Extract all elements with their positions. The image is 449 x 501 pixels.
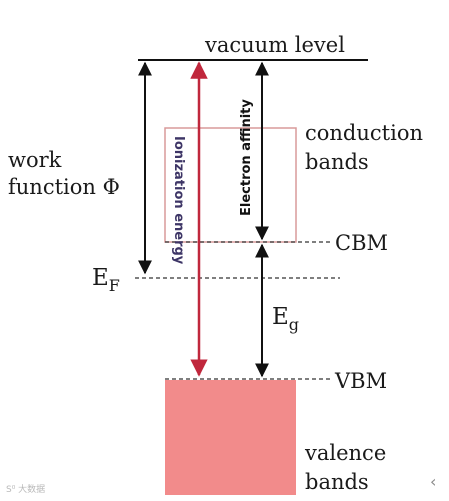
valence-band-box <box>165 380 296 495</box>
valence-bands-label-line2: bands <box>305 470 369 494</box>
band-gap-label: Eg <box>272 304 299 334</box>
electron-affinity-label: Electron affinity <box>239 99 254 216</box>
vbm-label: VBM <box>334 369 387 393</box>
fermi-level-label: EF <box>92 265 120 295</box>
cbm-label: CBM <box>335 231 388 255</box>
conduction-bands-label-line1: conduction <box>305 121 423 145</box>
work-function-label-line1: work <box>8 148 62 172</box>
back-arrow-icon[interactable]: ‹ <box>430 472 437 491</box>
work-function-label-line2: function Φ <box>8 175 120 199</box>
valence-bands-label-line1: valence <box>304 441 386 465</box>
conduction-bands-label-line2: bands <box>305 150 369 174</box>
watermark: S⁰ 大数据 <box>6 485 46 495</box>
vacuum-level-label: vacuum level <box>204 33 345 57</box>
ionization-energy-label: Ionization energy <box>171 136 186 265</box>
